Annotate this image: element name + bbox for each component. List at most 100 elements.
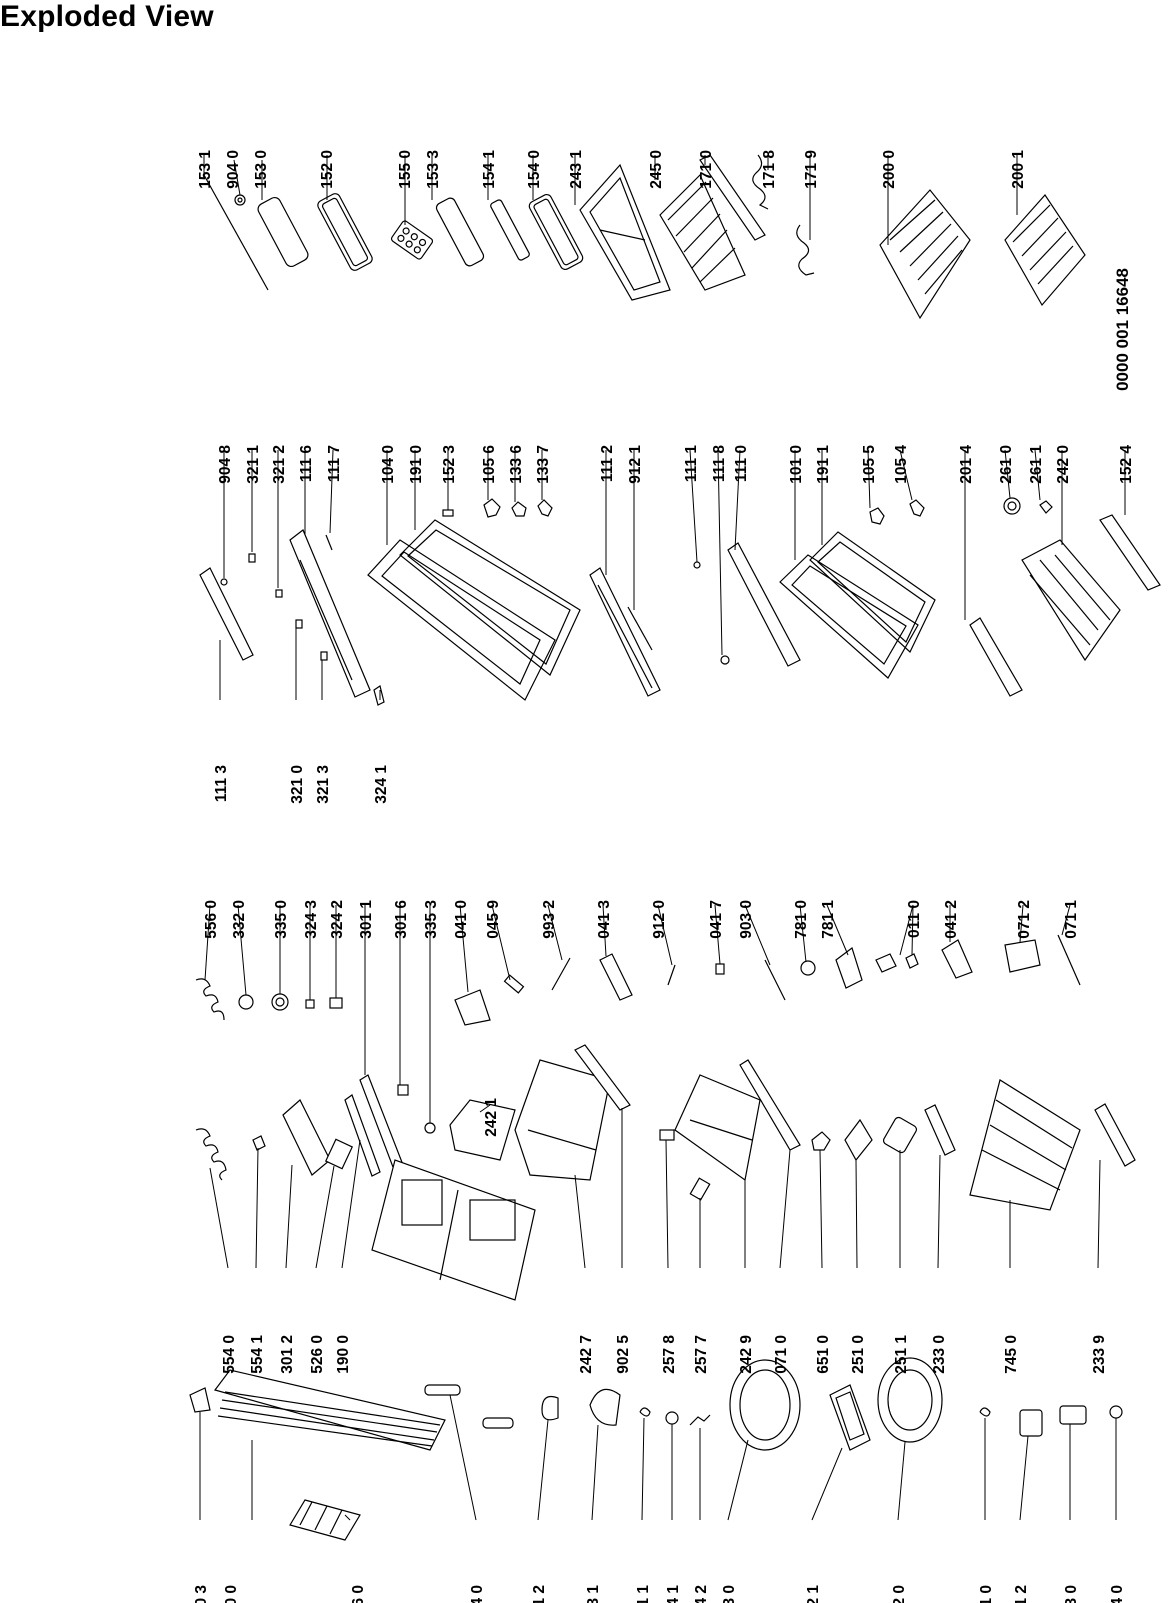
part-label: 104 0 (380, 445, 397, 484)
part-label: 554 0 (221, 1335, 238, 1374)
part-233-0-bar (924, 1104, 956, 1156)
part-493-0-cover (1059, 1405, 1087, 1425)
part-label: 171 8 (761, 150, 778, 189)
part-label: 233 9 (1091, 1335, 1108, 1374)
part-label: 156 0 (350, 1585, 367, 1603)
part-740-3-bracket (189, 1387, 211, 1413)
part-label: 902 5 (615, 1335, 632, 1374)
part-912-1-small (627, 606, 653, 651)
part-200-1-tray (1004, 194, 1086, 307)
part-label: 154 0 (526, 150, 543, 189)
part-614-0-grommet (1109, 1405, 1123, 1419)
part-301-2-panel (282, 1099, 331, 1176)
part-label: 764 0 (469, 1585, 486, 1603)
part-label: 111 2 (599, 445, 616, 482)
part-781-0-knob (800, 960, 816, 976)
part-cabinet (371, 1159, 536, 1301)
part-321-0-small (295, 619, 303, 629)
part-105-4-hinge (909, 499, 925, 517)
part-154-0-bin (528, 193, 584, 271)
part-label: 242 0 (1055, 445, 1072, 484)
part-label: 242 1 (483, 1098, 500, 1137)
part-321-1-small (248, 553, 256, 563)
part-label: 152 0 (319, 150, 336, 189)
part-label: 561 0 (978, 1585, 995, 1603)
part-label: 301 6 (393, 900, 410, 939)
part-556-0-spring (195, 978, 225, 1021)
part-152-0-bin (317, 193, 373, 271)
part-label: 556 0 (203, 900, 220, 939)
part-label: 153 1 (197, 150, 214, 189)
part-label: 153 0 (253, 150, 270, 189)
part-label: 011 0 (906, 900, 923, 938)
part-label: 614 1 (665, 1585, 682, 1603)
part-label: 251 0 (850, 1335, 867, 1374)
part-label: 155 0 (397, 150, 414, 189)
part-label: 321 1 (245, 445, 262, 484)
part-152-3-pin (442, 509, 454, 517)
part-label: 191 1 (815, 445, 832, 484)
part-651-0-fitting (811, 1131, 831, 1151)
part-201-4-plate (969, 617, 1023, 697)
part-label: 071 2 (1016, 900, 1033, 939)
part-label: 245 0 (648, 150, 665, 189)
part-493-1-cover (589, 1388, 621, 1426)
part-label: 321 3 (315, 765, 332, 804)
part-label: 335 0 (273, 900, 290, 939)
part-label: 257 7 (693, 1335, 710, 1374)
part-label: 251 1 (893, 1335, 910, 1374)
part-764-0-dryer (424, 1384, 514, 1429)
part-200-0-grid (879, 189, 971, 320)
part-111-8-small (720, 655, 730, 665)
page-title: Exploded View (0, 0, 214, 33)
part-label: 200 1 (1010, 150, 1027, 189)
part-label: 111 8 (711, 445, 728, 482)
part-label: 243 1 (568, 150, 585, 189)
part-label: 133 6 (508, 445, 525, 484)
part-label: 614 0 (1109, 1585, 1126, 1603)
part-label: 912 1 (627, 445, 644, 484)
part-071-0-rail (739, 1059, 801, 1151)
part-label: 261 0 (998, 445, 1015, 484)
part-243-1-frame (579, 163, 671, 301)
part-label: 133 7 (535, 445, 552, 484)
part-242-9-drawer (674, 1074, 761, 1182)
part-133-7-hinge (537, 499, 553, 517)
part-301-6-small (397, 1084, 409, 1096)
part-label: 105 4 (893, 445, 910, 484)
part-245-0-shelf (659, 173, 746, 291)
part-label: 745 0 (1003, 1335, 1020, 1374)
part-993-2-rod (551, 957, 571, 991)
part-242-7-drawer (514, 1059, 611, 1181)
part-label: 041 0 (453, 900, 470, 939)
part-903-0-rod (764, 959, 786, 1001)
part-402-1-box (829, 1384, 871, 1451)
part-label: 321 0 (289, 765, 306, 804)
part-233-9-bar (1094, 1103, 1136, 1167)
part-label: 993 2 (541, 900, 558, 939)
part-111-6-bar (289, 529, 371, 698)
part-153-1-rod (203, 174, 269, 291)
part-554-1-clip (252, 1135, 266, 1151)
part-label: 242 7 (578, 1335, 595, 1374)
part-label: 045 9 (485, 900, 502, 939)
part-label: 190 0 (335, 1335, 352, 1374)
part-label: 301 2 (279, 1335, 296, 1374)
part-label: 261 1 (1028, 445, 1045, 484)
part-154-1-rail (490, 199, 530, 261)
part-257-8-small (659, 1129, 675, 1141)
part-526-0-block (324, 1138, 354, 1170)
part-label: 321 2 (271, 445, 288, 484)
part-561-2-relay (1019, 1409, 1043, 1437)
part-label: 101 0 (788, 445, 805, 484)
part-324-1-clip (373, 685, 385, 706)
part-label: 781 0 (793, 900, 810, 939)
part-171-8-wave (752, 154, 769, 210)
part-label: 242 9 (738, 1335, 755, 1374)
part-label: 041 3 (596, 900, 613, 939)
part-label: 324 1 (373, 765, 390, 804)
part-111-1-small (693, 561, 701, 569)
part-261-1-small (1039, 500, 1053, 514)
part-label: 153 3 (425, 150, 442, 189)
part-561-1-clip (639, 1407, 651, 1417)
